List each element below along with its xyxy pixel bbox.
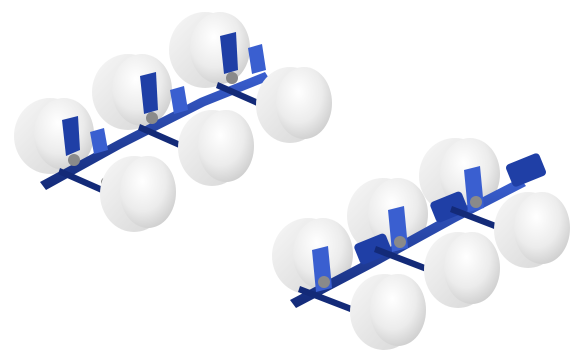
tire: [256, 67, 332, 143]
assembly-upper-left: [14, 12, 332, 232]
tire: [350, 274, 426, 350]
tire: [178, 110, 254, 186]
tire: [424, 232, 500, 308]
tire: [494, 192, 570, 268]
tire: [169, 12, 250, 88]
suspension-frame: [290, 153, 546, 312]
tire: [100, 156, 176, 232]
assembly-lower-right: [272, 138, 570, 350]
suspension-frame: [40, 32, 270, 196]
